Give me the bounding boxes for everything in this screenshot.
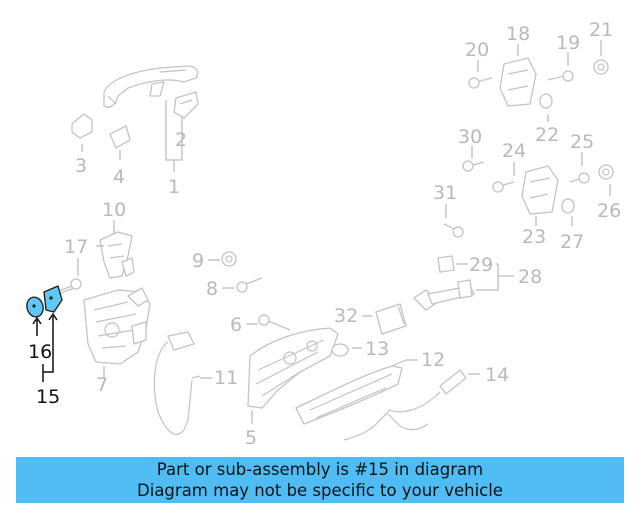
callout-22: 22 (535, 124, 559, 146)
callout-9: 9 (192, 250, 204, 272)
bushing-27 (561, 198, 575, 214)
callout-2: 2 (175, 129, 187, 151)
callout-14: 14 (485, 364, 509, 386)
callout-3: 3 (75, 155, 87, 177)
callout-6: 6 (230, 314, 242, 336)
bolt-8 (236, 277, 263, 293)
callout-31: 31 (433, 182, 457, 204)
callout-5: 5 (245, 427, 257, 449)
callout-18: 18 (506, 23, 530, 45)
bolt-20 (468, 77, 493, 89)
callout-24: 24 (502, 140, 526, 162)
callout-30: 30 (458, 126, 482, 148)
lock-cylinder-cap (109, 125, 131, 149)
part-info-banner: Part or sub-assembly is #15 in diagram D… (16, 457, 624, 503)
callout-1: 1 (168, 176, 180, 198)
callout-13: 13 (365, 338, 389, 360)
highlighted-part-16 (26, 296, 44, 318)
check-strap-clip (437, 255, 455, 273)
cap-21 (593, 59, 609, 75)
callout-19: 19 (556, 32, 580, 54)
highlighted-part-15 (43, 285, 63, 313)
bushing-22 (539, 93, 553, 109)
lock-rod-cable (343, 369, 467, 441)
banner-line-disclaimer: Diagram may not be specific to your vehi… (137, 481, 503, 500)
release-cable (153, 331, 201, 435)
callout-11: 11 (214, 367, 238, 389)
grommet-9 (221, 251, 237, 267)
bumper-32 (375, 303, 407, 335)
callout-26: 26 (597, 200, 621, 222)
latch-cover (99, 231, 135, 279)
door-check-strap (412, 279, 475, 311)
bolt-19 (547, 70, 574, 82)
callout-17: 17 (64, 236, 88, 258)
bolt-24 (492, 181, 515, 193)
callout-10: 10 (102, 199, 126, 221)
washer-13 (331, 343, 349, 357)
callout-15: 15 (36, 386, 60, 408)
callout-28: 28 (518, 266, 542, 288)
bolt-30 (462, 160, 485, 172)
upper-hinge-18 (499, 57, 537, 107)
inner-handle (295, 359, 407, 425)
callout-27: 27 (560, 231, 584, 253)
inner-handle-carrier (247, 327, 339, 409)
handle-cap (71, 113, 93, 139)
lower-hinge-23 (521, 165, 559, 215)
banner-line-part: Part or sub-assembly is #15 in diagram (156, 460, 484, 479)
callout-8: 8 (206, 278, 218, 300)
callout-32: 32 (334, 305, 358, 327)
callout-16: 16 (28, 341, 52, 363)
callout-4: 4 (113, 166, 125, 188)
callout-25: 25 (570, 131, 594, 153)
outside-door-handle (103, 65, 199, 108)
callout-12: 12 (421, 349, 445, 371)
door-latch (83, 287, 151, 365)
cap-26 (598, 164, 614, 180)
bolt-25 (569, 172, 590, 184)
callout-29: 29 (469, 254, 493, 276)
callout-20: 20 (465, 39, 489, 61)
handle-bezel (173, 91, 199, 119)
callout-23: 23 (522, 226, 546, 248)
bolt-6 (258, 314, 291, 331)
bolt-31 (443, 223, 464, 238)
callout-7: 7 (96, 374, 108, 396)
callout-21: 21 (589, 19, 613, 41)
